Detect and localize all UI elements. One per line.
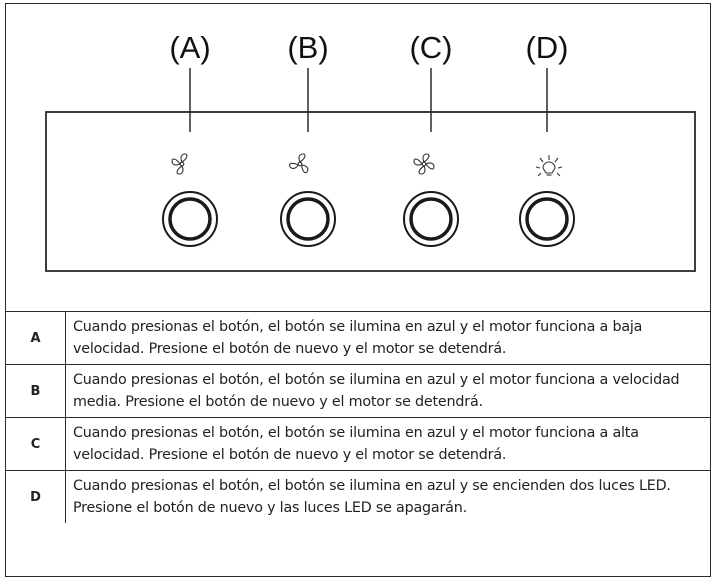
button-d[interactable]: [519, 191, 575, 247]
label-d: (D): [525, 30, 568, 65]
table-row: D Cuando presionas el botón, el botón se…: [6, 471, 710, 523]
button-c[interactable]: [403, 191, 459, 247]
fan-4-blade-icon: [413, 153, 435, 175]
row-description: Cuando presionas el botón, el botón se i…: [73, 319, 643, 357]
row-key: D: [6, 471, 66, 523]
table-row: A Cuando presionas el botón, el botón se…: [6, 312, 710, 365]
row-description: Cuando presionas el botón, el botón se i…: [73, 425, 639, 463]
row-description: Cuando presionas el botón, el botón se i…: [73, 478, 671, 516]
row-key: A: [6, 312, 66, 364]
label-b: (B): [287, 30, 328, 65]
control-panel: [45, 111, 696, 272]
control-panel-figure: (A) (B) (C) (D): [5, 3, 711, 577]
table-row: B Cuando presionas el botón, el botón se…: [6, 365, 710, 418]
label-a: (A): [169, 30, 210, 65]
control-panel-diagram: (A) (B) (C) (D): [45, 30, 696, 272]
row-key: C: [6, 418, 66, 470]
description-table: A Cuando presionas el botón, el botón se…: [6, 311, 710, 523]
light-bulb-icon: [535, 155, 563, 177]
table-row: C Cuando presionas el botón, el botón se…: [6, 418, 710, 471]
row-key: B: [6, 365, 66, 417]
label-c: (C): [409, 30, 452, 65]
fan-3-blade-icon: [288, 153, 309, 174]
button-a[interactable]: [162, 191, 218, 247]
button-b[interactable]: [280, 191, 336, 247]
fan-2-blade-icon: [171, 153, 188, 175]
row-description: Cuando presionas el botón, el botón se i…: [73, 372, 680, 410]
